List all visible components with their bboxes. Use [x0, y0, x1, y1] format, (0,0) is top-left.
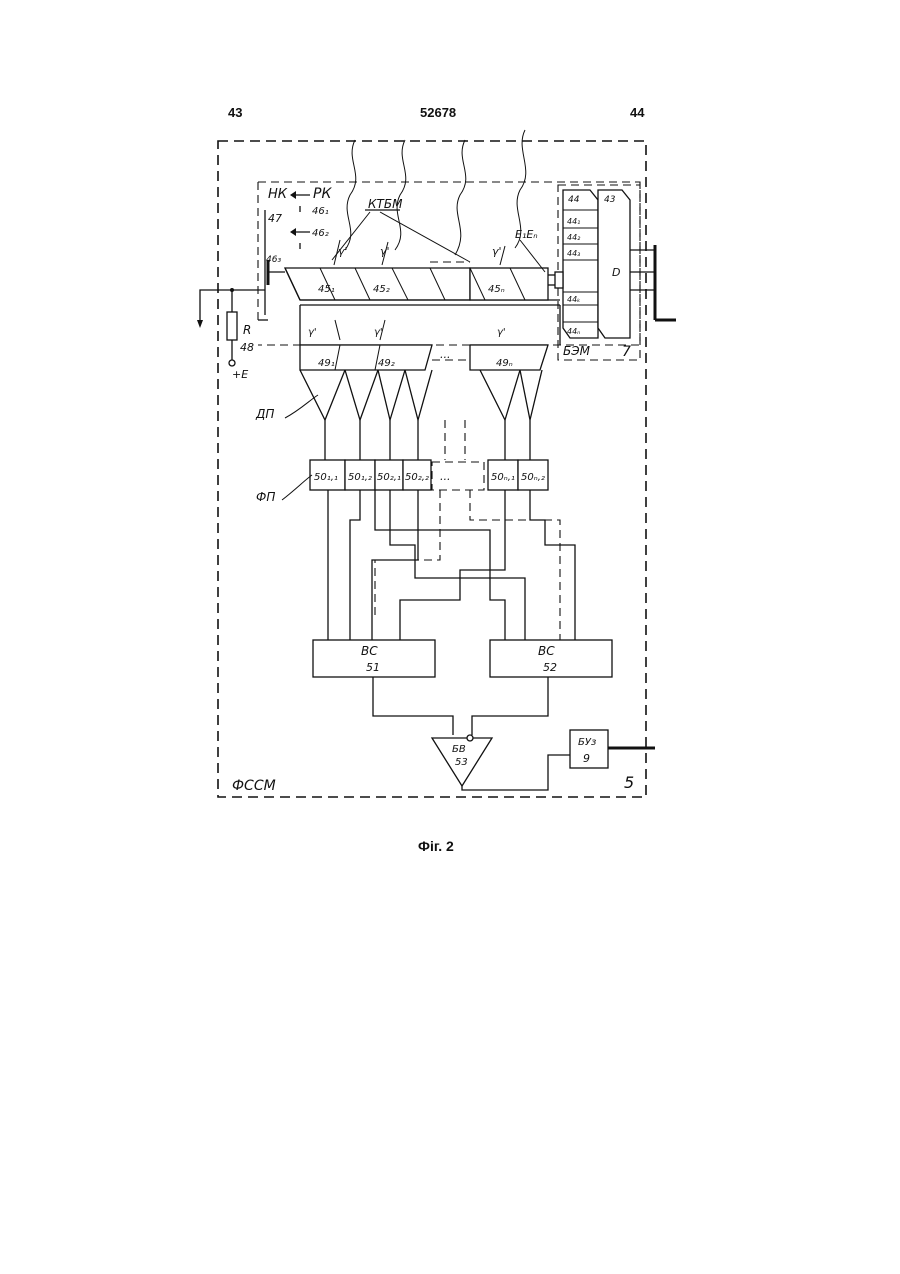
photodiode-2: [345, 370, 378, 420]
label-dp: ДП: [255, 407, 274, 421]
crystal-block-n: [470, 268, 548, 300]
label-49-n: 49ₙ: [496, 358, 513, 369]
label-44-1: 44₁: [567, 217, 580, 226]
label-gamma-2: γ': [380, 245, 390, 258]
label-buz: БУз: [578, 737, 596, 748]
label-44: 44: [568, 195, 580, 205]
figure-caption: Фіг. 2: [418, 838, 454, 854]
photodiode-4: [405, 370, 432, 420]
label-d: D: [612, 266, 620, 279]
label-44-n: 44ₙ: [567, 327, 580, 336]
label-ktbm: КТБМ: [368, 197, 403, 211]
label-49-1: 49₁: [318, 358, 335, 369]
radiation-line-3: [455, 140, 466, 255]
label-49-2: 49₂: [378, 358, 395, 369]
label-45-1: 45₁: [318, 284, 335, 295]
label-46-3: 46₃: [266, 255, 281, 265]
label-46-2: 46₂: [312, 228, 329, 239]
label-45-n: 45ₙ: [488, 284, 505, 295]
label-51: 51: [366, 661, 380, 674]
label-gamma-5: γ': [497, 327, 506, 338]
label-50-12: 50₁,₂: [348, 472, 372, 483]
label-bem: БЭМ: [563, 344, 591, 358]
photodiode-3: [378, 370, 405, 420]
label-45-2: 45₂: [373, 284, 390, 295]
label-r: R: [243, 323, 251, 337]
label-9: 9: [583, 752, 590, 765]
label-dots-2: ...: [440, 470, 451, 483]
label-50-11: 50₁,₁: [314, 472, 338, 483]
label-53: 53: [455, 757, 468, 768]
label-48: 48: [240, 341, 254, 354]
label-50-n2: 50ₙ,₂: [521, 472, 545, 483]
label-dots-1: ...: [440, 348, 451, 361]
label-7: 7: [622, 344, 631, 360]
memory-column-43: [598, 190, 630, 338]
photodiode-n1: [480, 370, 520, 420]
radiation-line-2: [395, 140, 406, 250]
label-fssm: ФССМ: [232, 778, 276, 794]
radiation-line-1: [345, 140, 356, 250]
label-52: 52: [543, 661, 557, 674]
label-46-1: 46₁: [312, 206, 329, 217]
label-bc-51: ВС: [361, 644, 378, 658]
label-50-21: 50₂,₁: [377, 472, 401, 483]
label-bc-52: ВС: [538, 644, 555, 658]
label-gamma-1: γ': [338, 245, 348, 258]
label-47: 47: [268, 212, 282, 225]
photodiode-1: [300, 370, 345, 420]
label-plus-e: +E: [232, 368, 248, 381]
label-nk: НК: [268, 187, 288, 202]
label-gamma-n: γ': [492, 245, 502, 258]
label-e1en: E₁Eₙ: [515, 228, 538, 241]
label-fp: ФП: [256, 490, 275, 504]
label-44-2: 44₂: [567, 233, 581, 242]
label-44-3: 44₃: [567, 249, 580, 258]
memory-column-44: [563, 190, 598, 338]
label-gamma-4: γ': [374, 327, 383, 338]
resistor-48: [227, 312, 237, 340]
label-44-k: 44ₖ: [567, 295, 581, 304]
label-rk: РК: [313, 186, 332, 202]
label-43: 43: [604, 195, 616, 205]
label-50-22: 50₂,₂: [405, 472, 429, 483]
label-50-n1: 50ₙ,₁: [491, 472, 515, 483]
label-bb: БВ: [452, 744, 466, 755]
label-gamma-3: γ': [308, 327, 317, 338]
label-5: 5: [624, 773, 634, 792]
photodiode-n2: [520, 370, 542, 420]
